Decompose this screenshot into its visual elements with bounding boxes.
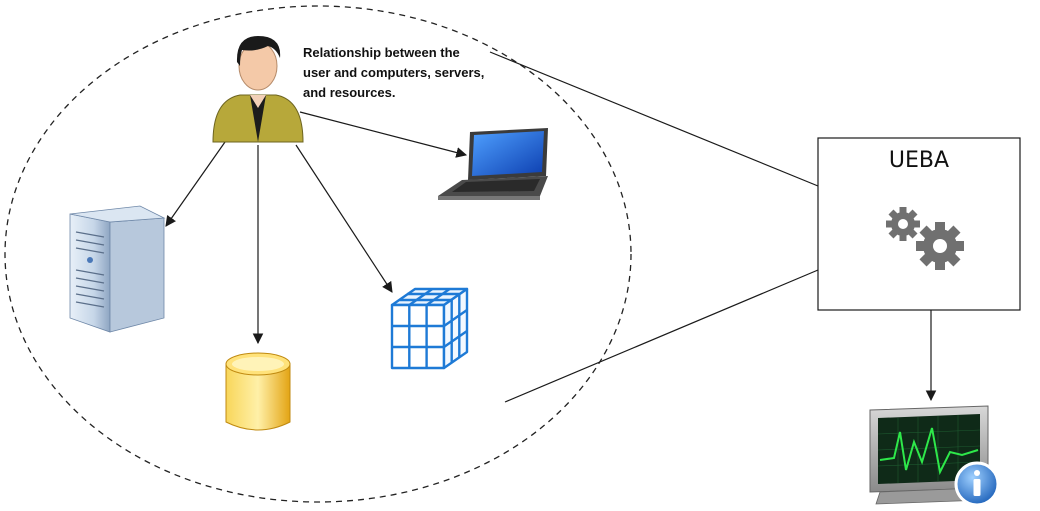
user-icon (212, 36, 304, 143)
database-icon (225, 352, 291, 431)
caption-line-2: user and computers, servers, (303, 65, 485, 80)
scope-boundary (4, 5, 632, 503)
info-icon (954, 461, 1000, 507)
arrow-user-to-server (165, 141, 226, 227)
zoom-line-top (489, 51, 819, 187)
ueba-title: UEBA (888, 148, 950, 173)
monitor-icon (869, 405, 989, 505)
caption-line-3: and resources. (303, 85, 396, 100)
relationship-caption: Relationship between the user and comput… (303, 43, 503, 103)
cube-icon (390, 287, 469, 370)
zoom-line-bottom (504, 269, 819, 403)
laptop-icon (438, 128, 548, 200)
server-icon (69, 205, 166, 333)
caption-line-1: Relationship between the (303, 45, 460, 60)
gears-icon (886, 207, 964, 270)
arrow-user-to-laptop (299, 111, 468, 158)
arrow-user-to-cube (295, 144, 393, 293)
